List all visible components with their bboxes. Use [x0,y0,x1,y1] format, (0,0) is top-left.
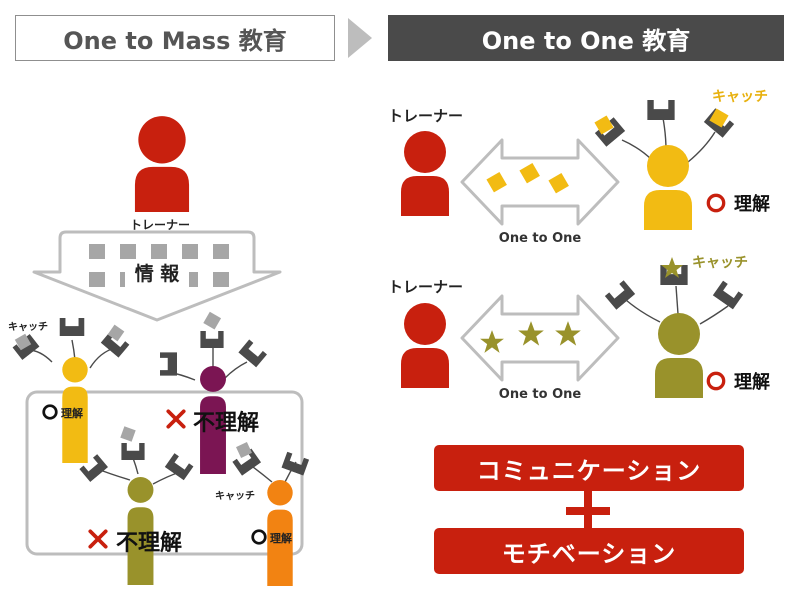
catch-label-orange: キャッチ [215,490,255,502]
row1-understand-label: 理解 [734,193,770,215]
row1-double-arrow [460,138,620,226]
row2-understand-circle-icon [706,371,726,391]
understand-label-2: 理解 [270,531,292,545]
communication-box: コミュニケーション [434,445,744,491]
catch-mitt-icon [121,443,145,460]
communication-label: コミュニケーション [476,456,702,485]
row1-understand-circle-icon [706,193,726,213]
catch-mitt-icon [604,280,636,310]
row2-arrow-label: One to One [499,387,582,402]
header-one-to-mass: One to Mass 教育 [15,15,335,61]
header-one-to-one-title: One to One 教育 [481,26,691,55]
row1-trainer-icon [401,131,449,216]
row2-understand-label: 理解 [734,371,770,393]
row2-learner-icon [655,313,703,398]
catch-mitt-icon [238,339,268,368]
info-label: 情 報 [135,262,181,285]
understand-label-1: 理解 [61,406,83,420]
header-chevron-icon [348,18,372,58]
catch-mitt-icon [281,451,310,476]
motivation-box: モチベーション [434,528,744,574]
not-understand-label-2: 不理解 [116,530,182,556]
header-one-to-one: One to One 教育 [388,15,784,61]
left-trainer-label: トレーナー [130,218,190,232]
row2-trainer-icon [401,303,449,388]
row1-info-blocks [486,162,569,194]
plus-icon [566,489,610,533]
trainer-icon [134,116,190,212]
catch-mitt-icon [160,352,177,376]
row1-learner-icon [644,145,692,230]
row2-double-arrow [460,294,620,382]
row1-catch-label: キャッチ [712,89,768,105]
understand-circle-icon [251,529,267,545]
not-understand-label-1: 不理解 [193,410,259,436]
catch-mitt-icon [647,100,675,120]
motivation-label: モチベーション [501,539,677,568]
not-understand-x-icon [166,409,186,429]
row2-trainer-label: トレーナー [388,278,463,296]
catch-mitt-icon [712,280,744,310]
not-understand-x-icon [88,529,108,549]
catch-label-left: キャッチ [8,321,48,333]
understand-circle-icon [42,404,58,420]
row2-catch-label: キャッチ [692,255,748,271]
row1-trainer-label: トレーナー [388,107,463,125]
catch-mitt-icon [59,318,85,336]
row1-arrow-label: One to One [499,231,582,246]
catch-mitt-icon [200,331,224,348]
header-one-to-mass-title: One to Mass 教育 [63,26,287,55]
